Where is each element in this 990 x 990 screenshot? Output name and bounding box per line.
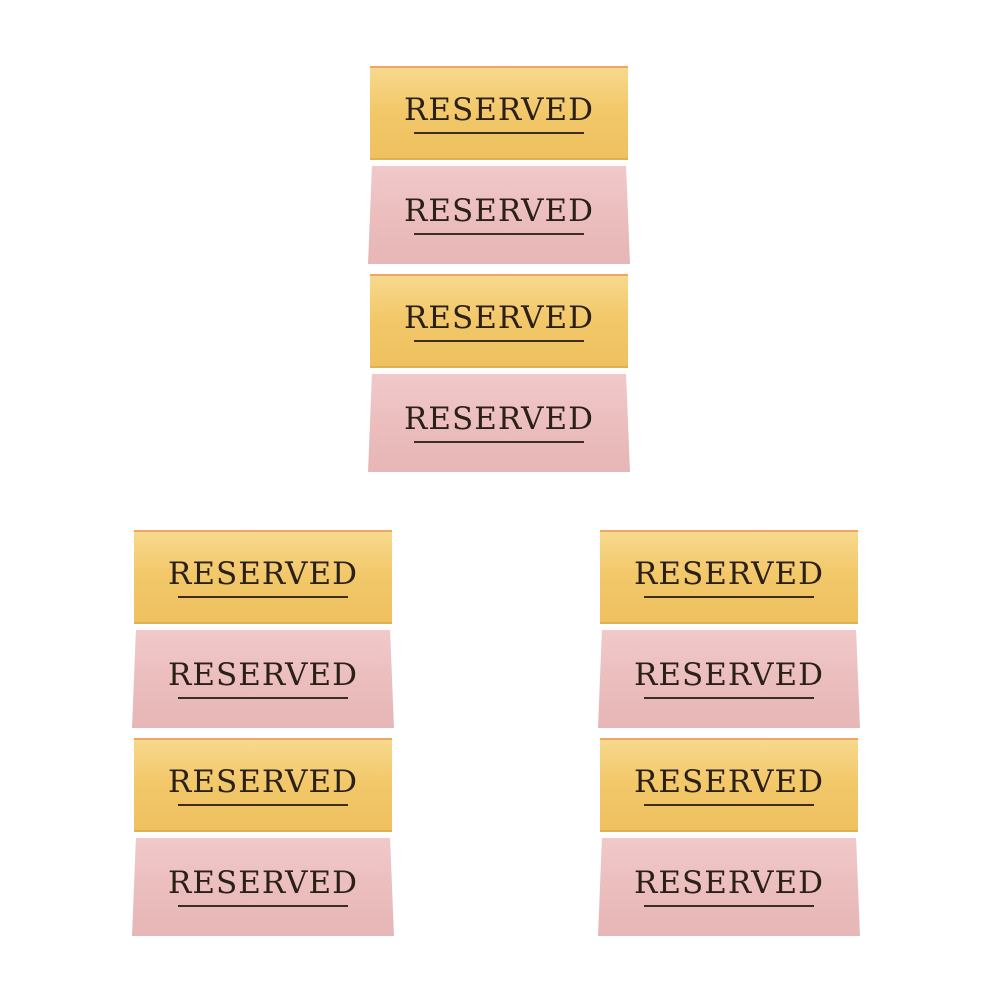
sign-group-top: RESERVED RESERVED RESERVED RESERVED bbox=[368, 66, 630, 472]
sign-underline bbox=[643, 904, 814, 907]
sign-underline bbox=[177, 904, 348, 907]
reserved-sign-pink: RESERVED bbox=[368, 374, 630, 472]
sign-label-wrap: RESERVED bbox=[168, 656, 358, 699]
sign-underline bbox=[177, 696, 348, 699]
sign-label: RESERVED bbox=[404, 299, 594, 336]
sign-label-wrap: RESERVED bbox=[634, 763, 824, 806]
reserved-sign-pink: RESERVED bbox=[598, 630, 860, 728]
reserved-sign-gold: RESERVED bbox=[370, 274, 628, 368]
sign-label: RESERVED bbox=[634, 864, 824, 901]
reserved-sign-gold: RESERVED bbox=[600, 530, 858, 624]
sign-label: RESERVED bbox=[168, 555, 358, 592]
sign-label-wrap: RESERVED bbox=[634, 555, 824, 598]
sign-label-wrap: RESERVED bbox=[168, 864, 358, 907]
sign-label-wrap: RESERVED bbox=[634, 656, 824, 699]
sign-label: RESERVED bbox=[634, 763, 824, 800]
sign-underline bbox=[413, 339, 584, 342]
sign-label-wrap: RESERVED bbox=[634, 864, 824, 907]
sign-underline bbox=[413, 131, 584, 134]
sign-label: RESERVED bbox=[168, 763, 358, 800]
reserved-sign-pink: RESERVED bbox=[368, 166, 630, 264]
sign-label-wrap: RESERVED bbox=[168, 555, 358, 598]
sign-label: RESERVED bbox=[168, 864, 358, 901]
sign-label: RESERVED bbox=[168, 656, 358, 693]
reserved-sign-gold: RESERVED bbox=[600, 738, 858, 832]
sign-underline bbox=[643, 696, 814, 699]
sign-label: RESERVED bbox=[404, 91, 594, 128]
reserved-sign-gold: RESERVED bbox=[370, 66, 628, 160]
sign-label-wrap: RESERVED bbox=[404, 192, 594, 235]
reserved-sign-pink: RESERVED bbox=[132, 630, 394, 728]
sign-label: RESERVED bbox=[404, 192, 594, 229]
sign-underline bbox=[413, 232, 584, 235]
reserved-sign-pink: RESERVED bbox=[132, 838, 394, 936]
sign-underline bbox=[413, 440, 584, 443]
sign-label: RESERVED bbox=[634, 555, 824, 592]
sign-label-wrap: RESERVED bbox=[404, 400, 594, 443]
reserved-sign-pink: RESERVED bbox=[598, 838, 860, 936]
sign-underline bbox=[177, 595, 348, 598]
sign-underline bbox=[643, 803, 814, 806]
sign-group-bottom-right: RESERVED RESERVED RESERVED RESERVED bbox=[598, 530, 860, 936]
reserved-sign-gold: RESERVED bbox=[134, 738, 392, 832]
sign-label-wrap: RESERVED bbox=[404, 91, 594, 134]
sign-label-wrap: RESERVED bbox=[404, 299, 594, 342]
sign-group-bottom-left: RESERVED RESERVED RESERVED RESERVED bbox=[132, 530, 394, 936]
sign-underline bbox=[177, 803, 348, 806]
sign-underline bbox=[643, 595, 814, 598]
sign-label: RESERVED bbox=[404, 400, 594, 437]
sign-label-wrap: RESERVED bbox=[168, 763, 358, 806]
sign-label: RESERVED bbox=[634, 656, 824, 693]
reserved-sign-gold: RESERVED bbox=[134, 530, 392, 624]
